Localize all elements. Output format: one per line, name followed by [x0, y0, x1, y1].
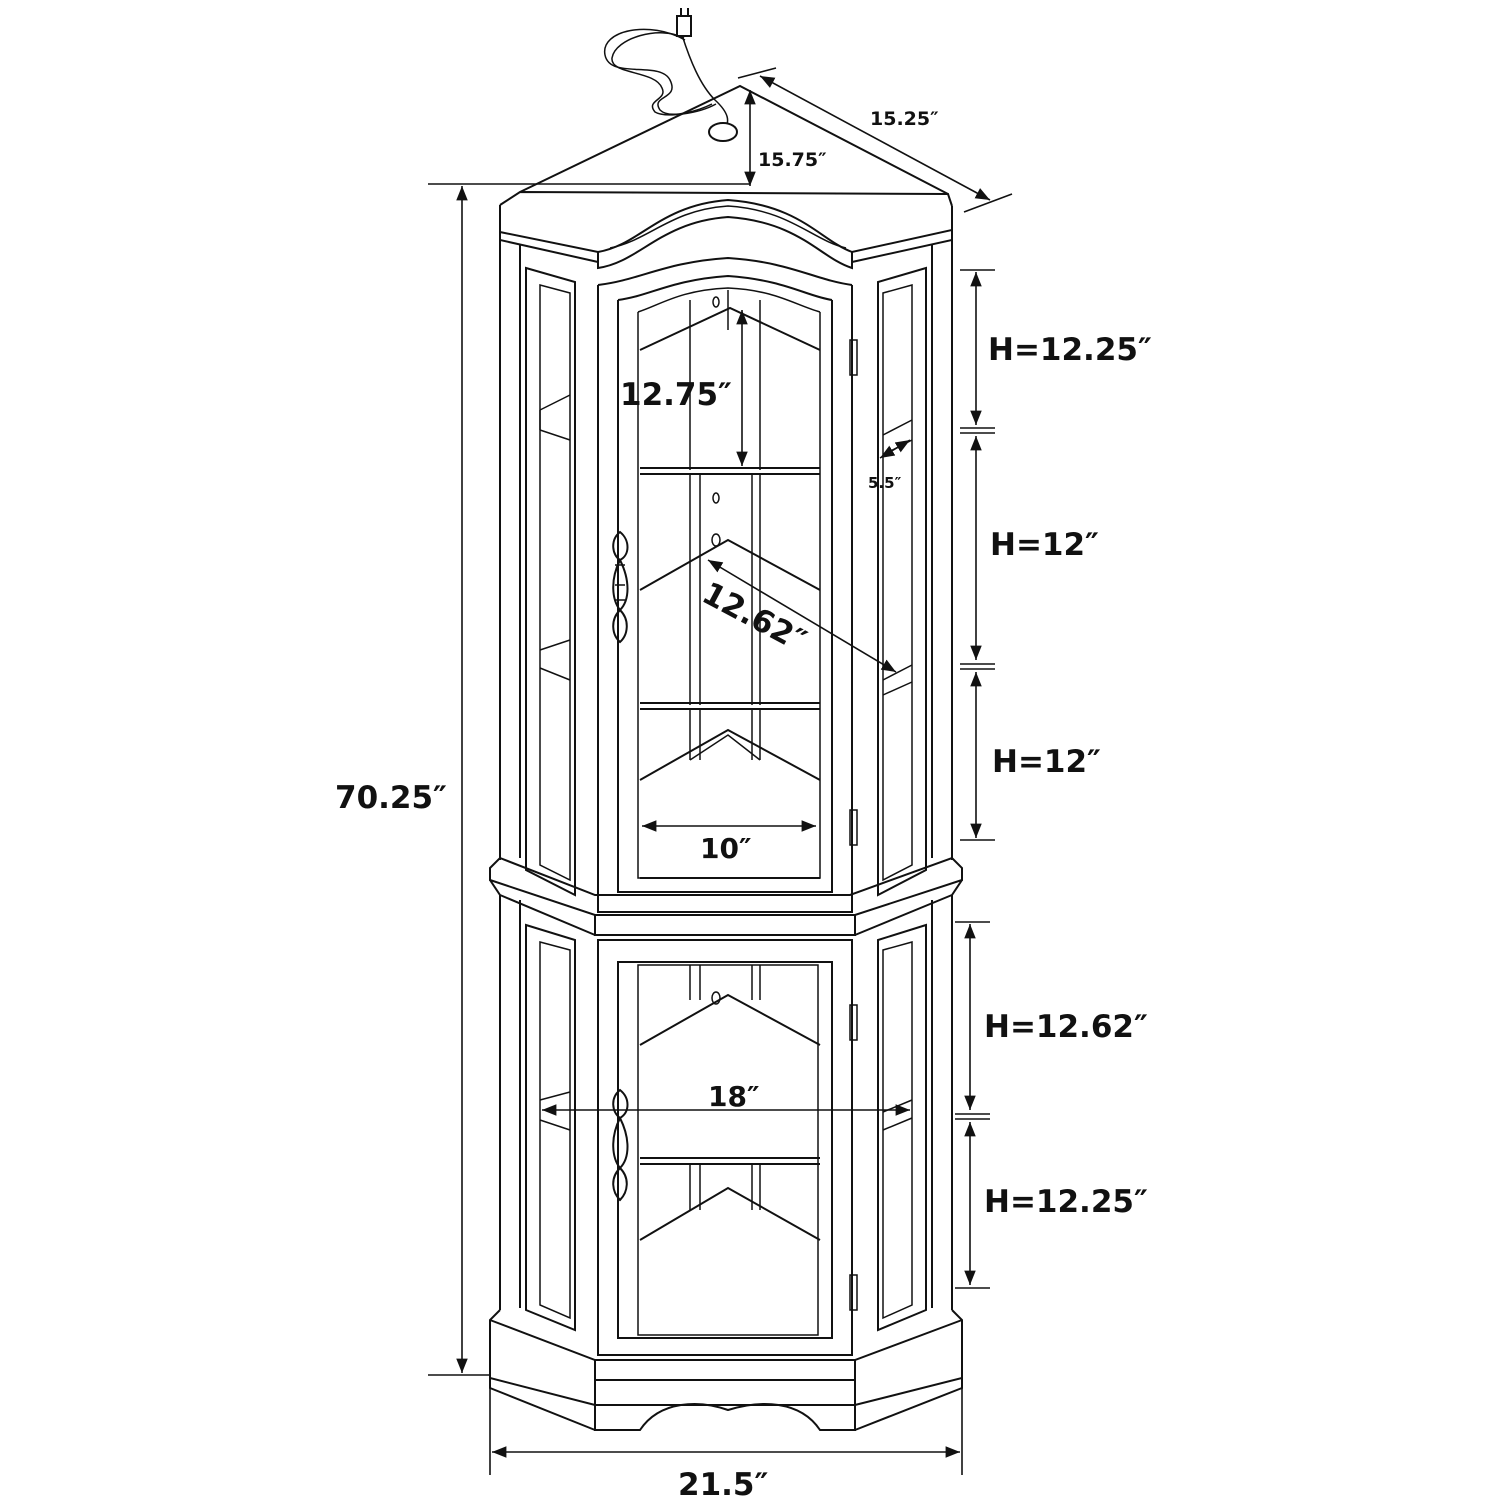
lower-width-label: 18″: [708, 1080, 759, 1113]
upper-section-2-label: H=12″: [990, 527, 1099, 563]
cabinet-top: [499, 84, 953, 270]
top-front-depth-label: 15.75″: [758, 149, 827, 171]
shelf-diagonal-dimension: [707, 559, 897, 673]
middle-ledge: [489, 856, 963, 936]
cabinet-base: [489, 1309, 963, 1431]
side-shelf-depth-label: 5.5″: [868, 474, 902, 492]
upper-cabinet: [499, 240, 953, 913]
side-shelf-depth-dimension: [879, 439, 911, 459]
power-cord-icon: [604, 8, 738, 142]
upper-section-3-label: H=12″: [992, 744, 1101, 780]
overall-height-label: 70.25″: [335, 780, 447, 816]
lower-section-2-label: H=12.25″: [984, 1184, 1148, 1220]
upper-shelf-height-label: 12.75″: [620, 377, 732, 413]
shelf-width-label: 10″: [700, 832, 751, 865]
door-handle-icon: [612, 530, 629, 644]
section-height-dimensions: [955, 269, 995, 1289]
bottom-width-label: 21.5″: [678, 1467, 768, 1500]
height-dimension: [428, 183, 750, 1376]
top-side-depth-label: 15.25″: [870, 108, 939, 130]
top-side-depth-dimension: [737, 67, 1013, 213]
bottom-width-dimension: [489, 1385, 963, 1475]
lower-cabinet: [499, 895, 953, 1356]
upper-section-1-label: H=12.25″: [988, 332, 1152, 368]
lower-section-1-label: H=12.62″: [984, 1009, 1148, 1045]
